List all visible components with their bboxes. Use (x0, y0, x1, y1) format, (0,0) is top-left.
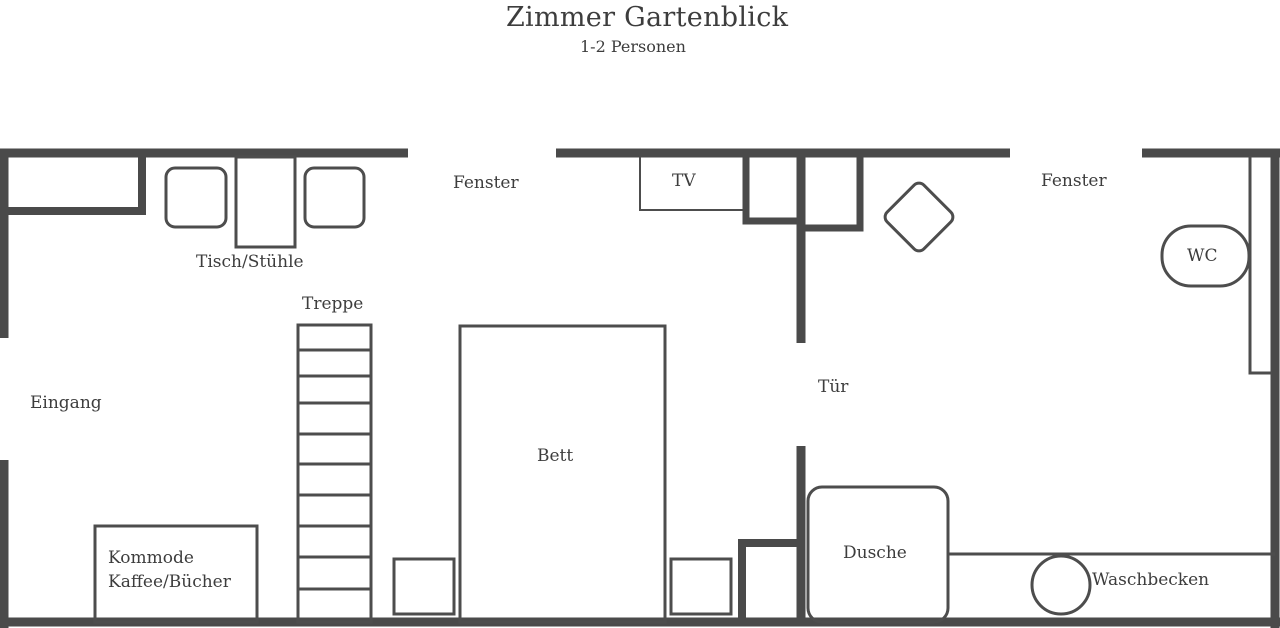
wall-unit-left (742, 156, 801, 225)
label-window-right: Fenster (1041, 171, 1107, 191)
bed (458, 324, 667, 624)
label-table-chairs: Tisch/Stühle (196, 252, 304, 272)
wall-unit-right (801, 156, 864, 232)
label-bed: Bett (537, 446, 574, 466)
chair-left (164, 166, 228, 229)
label-wc: WC (1187, 246, 1218, 266)
label-window-left: Fenster (453, 173, 519, 193)
bathroom-cabinet (738, 539, 801, 618)
table-chairs-group (164, 155, 366, 249)
dresser (93, 524, 259, 624)
tv-stand (639, 157, 745, 211)
chair-right (303, 166, 366, 229)
plan-subtitle: 1-2 Personen (580, 37, 686, 56)
stairs (296, 323, 373, 624)
label-door: Tür (818, 377, 849, 397)
label-stairs: Treppe (302, 294, 364, 314)
nightstand-left (392, 557, 456, 616)
wc (1160, 224, 1251, 288)
right-wall-strip (1248, 156, 1272, 375)
table (234, 155, 297, 249)
label-tv: TV (672, 171, 696, 191)
diamond-plant (883, 181, 955, 253)
label-dresser-line1: Kommode (108, 548, 194, 568)
wall-unit (742, 156, 864, 232)
label-sink: Waschbecken (1092, 570, 1210, 590)
nightstand-right (669, 557, 733, 616)
label-dresser-line2: Kaffee/Bücher (108, 572, 231, 592)
plan-title: Zimmer Gartenblick (506, 2, 789, 33)
washbasin (1030, 554, 1092, 616)
label-shower: Dusche (843, 543, 907, 563)
corner-cabinet (8, 155, 146, 215)
stairs-frame (296, 323, 373, 624)
label-entrance: Eingang (30, 393, 102, 413)
